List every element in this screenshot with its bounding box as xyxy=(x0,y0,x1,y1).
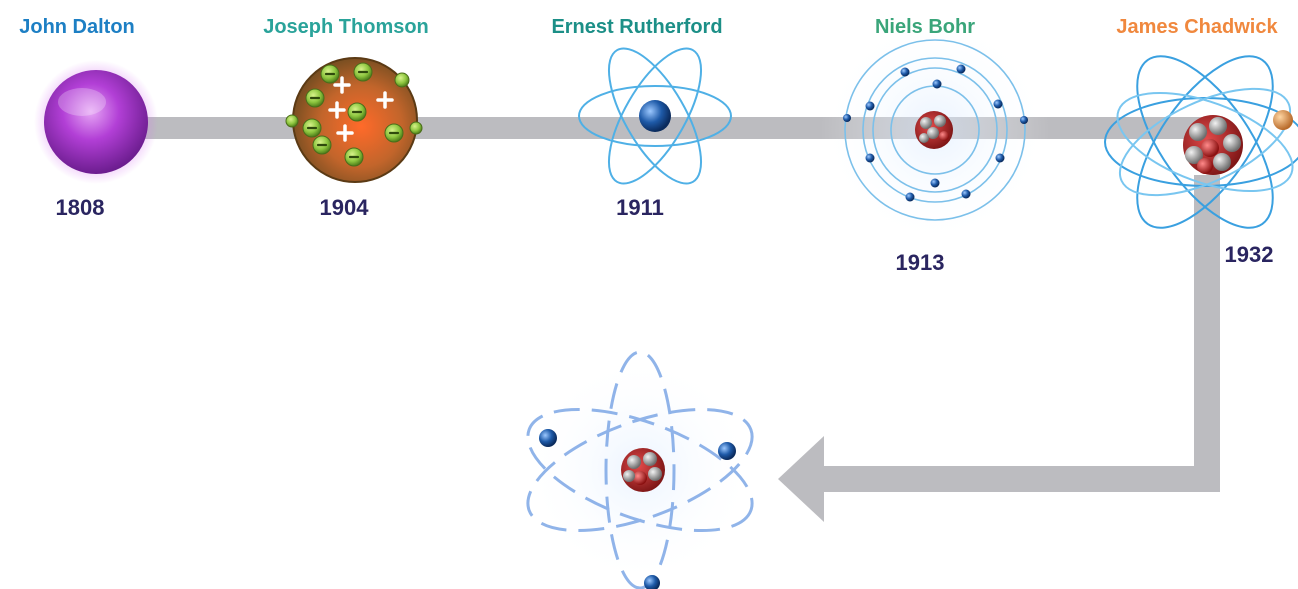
scientist-label-rutherford: Ernest Rutherford xyxy=(551,16,723,38)
scientist-label-bohr: Niels Bohr xyxy=(874,16,976,38)
modern-atom-model xyxy=(525,350,755,589)
vertical-path xyxy=(1194,175,1220,490)
year-label-1904: 1904 xyxy=(319,195,369,220)
year-label-1808: 1808 xyxy=(55,195,105,220)
rutherford-nucleus xyxy=(639,100,671,132)
year-label-1911: 1911 xyxy=(616,195,664,220)
bohr-model xyxy=(820,15,1050,245)
return-path xyxy=(822,466,1220,492)
modern-electrons xyxy=(539,429,736,589)
chadwick-model xyxy=(1104,55,1298,229)
arrow-head xyxy=(778,436,824,522)
thomson-positive-charges xyxy=(328,76,394,142)
chadwick-nucleus xyxy=(1183,115,1243,175)
year-label-1932: 1932 xyxy=(1224,242,1274,267)
dalton-model xyxy=(34,60,158,184)
bohr-nucleus xyxy=(915,111,953,149)
chadwick-neutron xyxy=(1273,110,1293,130)
modern-nucleus xyxy=(621,448,665,492)
scientist-label-dalton: John Dalton xyxy=(19,16,135,38)
rutherford-model xyxy=(578,47,732,185)
year-label-1913: 1913 xyxy=(895,250,945,275)
scientist-label-chadwick: James Chadwick xyxy=(1116,16,1278,38)
scientist-label-thomson: Joseph Thomson xyxy=(263,16,429,38)
bohr-electrons xyxy=(843,64,1028,202)
thomson-model xyxy=(285,57,423,183)
